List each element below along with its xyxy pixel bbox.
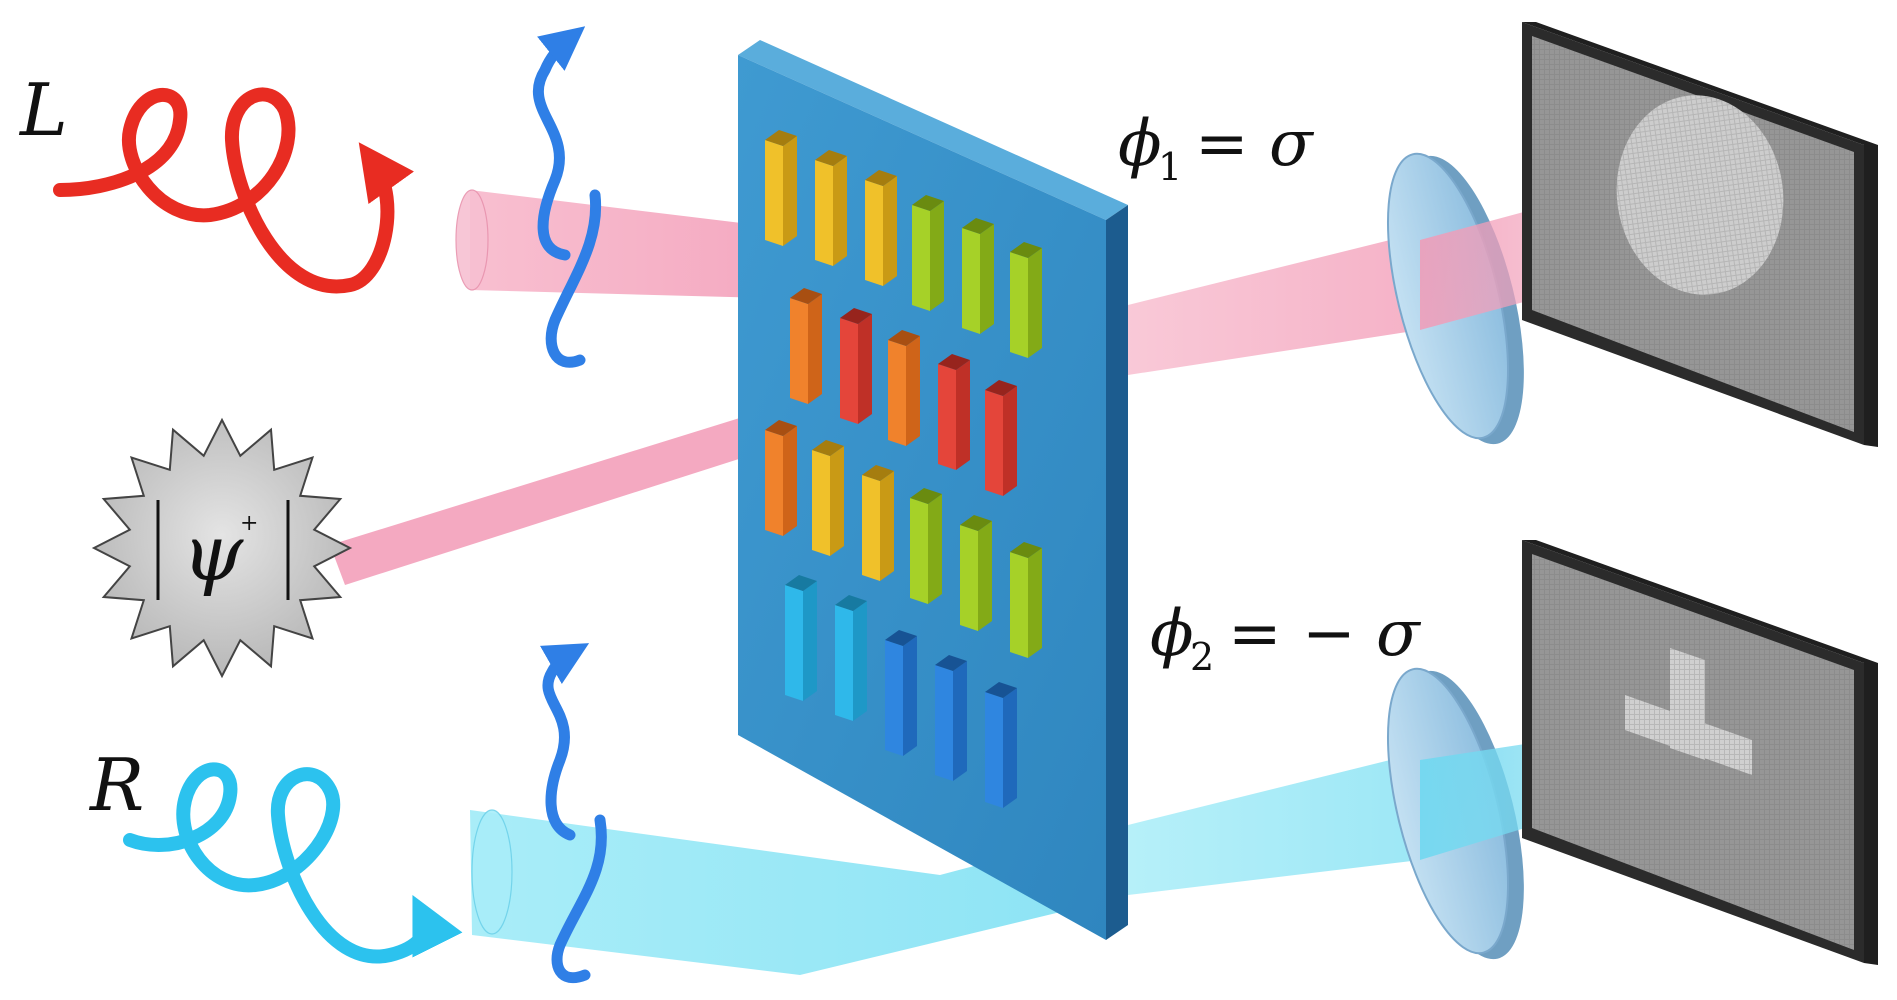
pillar-top: [785, 575, 817, 591]
pillar-side: [808, 294, 822, 404]
pillar-front: [888, 340, 906, 446]
top-output-beam: [1128, 240, 1420, 375]
pillar-side: [930, 201, 944, 311]
pillar-top: [960, 515, 992, 531]
bottom-screen: [1522, 540, 1878, 965]
bottom-phase-symbol: ϕ: [1150, 597, 1194, 671]
pillar-front: [862, 475, 880, 581]
left-polarization-label: L: [18, 68, 68, 152]
right-polarization-label: R: [88, 743, 144, 827]
circle-image: [1616, 95, 1784, 295]
pillar-top: [812, 440, 844, 456]
pillar-front: [910, 498, 928, 604]
pillar-top: [765, 420, 797, 436]
bottom-twist-arrow-icon: [539, 643, 607, 984]
top-twist-arrow-icon: [533, 26, 602, 368]
pillar-side: [1028, 548, 1042, 658]
pillar-array: [765, 130, 1042, 808]
pillar-side: [903, 636, 917, 756]
pillar-top: [862, 465, 894, 481]
top-phase-relation: = σ: [1195, 107, 1315, 181]
pillar-top: [962, 218, 994, 234]
pillar-top: [835, 595, 867, 611]
pillar-side: [803, 581, 817, 701]
pillar-front: [835, 605, 853, 721]
left-helix-icon: [53, 87, 415, 294]
pillar-front: [815, 160, 833, 266]
top-phase-label: ϕ 1 = σ: [1118, 107, 1315, 189]
pillar-front: [938, 364, 956, 470]
pillar-front: [985, 692, 1003, 808]
pillar-front: [962, 228, 980, 334]
pillar-side: [1003, 688, 1017, 808]
pillar-side: [978, 521, 992, 631]
pillar-top: [865, 170, 897, 186]
source-starburst-icon: ψ +: [91, 417, 353, 679]
bottom-output-beam: [1128, 760, 1420, 895]
top-phase-symbol: ϕ: [1118, 107, 1162, 181]
pillar-top: [938, 354, 970, 370]
pillar-front: [790, 298, 808, 404]
cross-image: [1625, 648, 1752, 775]
pillar-top: [912, 195, 944, 211]
top-screen: [1522, 22, 1878, 447]
pillar-side: [858, 314, 872, 424]
pillar-front: [1010, 252, 1028, 358]
pillar-side: [956, 360, 970, 470]
pillar-front: [912, 205, 930, 311]
top-phase-subscript: 1: [1158, 145, 1182, 189]
pillar-top: [765, 130, 797, 146]
pillar-top: [935, 655, 967, 671]
pillar-side: [1003, 386, 1017, 496]
pillar-side: [853, 601, 867, 721]
pillar-side: [880, 471, 894, 581]
pillar-front: [935, 665, 953, 781]
pillar-top: [885, 630, 917, 646]
pillar-side: [1028, 248, 1042, 358]
pillar-top: [1010, 242, 1042, 258]
state-superscript: +: [240, 511, 258, 536]
pillar-side: [883, 176, 897, 286]
middle-input-beam: [330, 390, 845, 585]
bottom-phase-relation: = − σ: [1228, 597, 1422, 671]
pillar-side: [928, 494, 942, 604]
pillar-side: [830, 446, 844, 556]
pillar-side: [833, 156, 847, 266]
pillar-side: [783, 426, 797, 536]
pillar-front: [785, 585, 803, 701]
bottom-phase-subscript: 2: [1190, 635, 1214, 679]
pillar-top: [840, 308, 872, 324]
pillar-side: [953, 661, 967, 781]
pillar-top: [815, 150, 847, 166]
pillar-front: [1010, 552, 1028, 658]
pillar-front: [765, 430, 783, 536]
pillar-front: [840, 318, 858, 424]
pillar-top: [790, 288, 822, 304]
pillar-side: [783, 136, 797, 246]
pillar-top: [1010, 542, 1042, 558]
pillar-front: [960, 525, 978, 631]
state-symbol: ψ: [182, 509, 244, 599]
pillar-side: [980, 224, 994, 334]
pillar-front: [765, 140, 783, 246]
pillar-top: [985, 380, 1017, 396]
pillar-front: [885, 640, 903, 756]
bottom-input-beam: [470, 809, 1110, 975]
pillar-top: [985, 682, 1017, 698]
right-helix-icon: [123, 762, 463, 964]
pillar-front: [812, 450, 830, 556]
pillar-top: [910, 488, 942, 504]
pillar-side: [906, 336, 920, 446]
bottom-phase-label: ϕ 2 = − σ: [1150, 597, 1422, 679]
pillar-front: [865, 180, 883, 286]
pillar-top: [888, 330, 920, 346]
pillar-front: [985, 390, 1003, 496]
